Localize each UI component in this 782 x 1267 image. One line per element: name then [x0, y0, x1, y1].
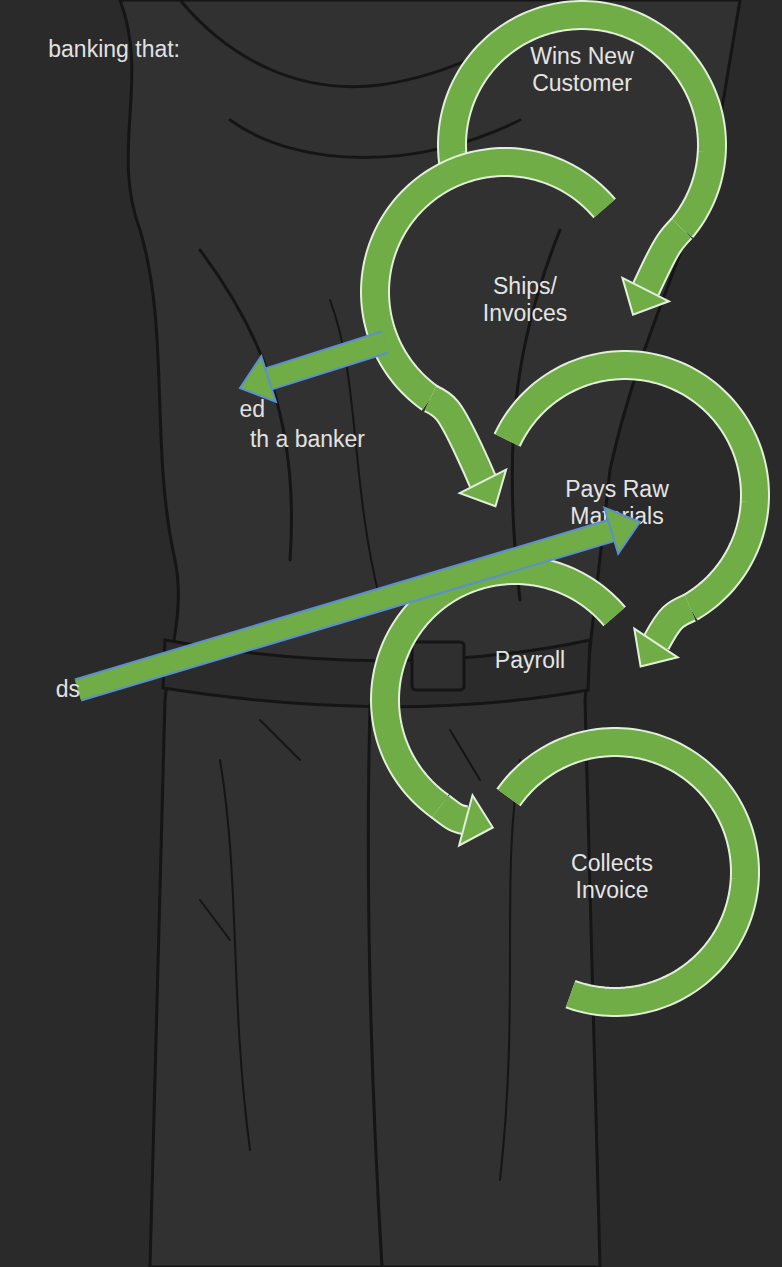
cycle-step: Collects Invoice — [466, 723, 764, 1021]
arrow-head — [459, 795, 493, 845]
cycle-step: Wins New Customer — [433, 0, 731, 294]
cycle-step: Pays Raw Materials — [476, 346, 774, 644]
step-text-box: Wins New Customer — [520, 43, 644, 97]
step-label: Pays Raw Materials — [555, 476, 679, 530]
belt-buckle — [412, 642, 464, 690]
figure-sketch — [120, 0, 740, 1267]
connector-band — [646, 229, 682, 290]
cycle-connector — [634, 608, 690, 667]
connector-band — [656, 608, 690, 643]
ring-outline — [509, 742, 745, 1002]
arrow-outline — [78, 531, 611, 690]
leg-line — [368, 705, 382, 1267]
cycle-step: Payroll — [366, 551, 664, 849]
fold-line — [220, 760, 250, 1150]
cycle-connector — [440, 795, 492, 845]
arrow-head — [240, 356, 276, 402]
step-text-box: Pays Raw Materials — [555, 476, 679, 530]
step-text-box: Payroll — [468, 647, 592, 674]
arrow-outline — [269, 342, 385, 379]
ring-band — [509, 742, 745, 1002]
hatch-lines — [200, 720, 480, 940]
step-label: Collects Invoice — [550, 850, 674, 904]
step-label: Payroll — [468, 647, 592, 674]
step-text-box: Ships/ Invoices — [463, 273, 587, 327]
connector-outline — [656, 608, 690, 643]
step-text-box: Collects Invoice — [550, 850, 674, 904]
side-text: ed — [239, 396, 265, 423]
cycle-connector — [430, 398, 506, 506]
ring-band — [385, 570, 615, 806]
cycle-connector — [622, 229, 681, 315]
connector-outline — [440, 806, 465, 820]
arrow-shaft — [78, 531, 611, 690]
arrow-head — [634, 629, 677, 667]
arrow-head — [604, 508, 640, 554]
side-text: ds — [56, 676, 80, 703]
ring-arrow — [366, 551, 664, 849]
connector-outline — [646, 229, 682, 290]
arrow-shaft — [269, 342, 385, 379]
side-text: banking that: — [48, 36, 180, 63]
pointer-arrow — [240, 342, 385, 402]
side-text: th a banker — [250, 426, 365, 453]
arrow-head — [622, 278, 669, 315]
cycle-step: Ships/ Invoices — [356, 143, 654, 441]
step-label: Wins New Customer — [520, 43, 644, 97]
pointer-arrow — [78, 508, 640, 690]
connector-band — [430, 398, 482, 481]
ring-outline — [385, 570, 615, 806]
figure-body — [120, 0, 740, 1267]
fold-line — [200, 250, 292, 560]
step-label: Ships/ Invoices — [463, 273, 587, 327]
connector-band — [440, 806, 465, 820]
connector-outline — [430, 398, 482, 481]
fold-line — [500, 760, 520, 1180]
arrow-head — [460, 470, 506, 507]
